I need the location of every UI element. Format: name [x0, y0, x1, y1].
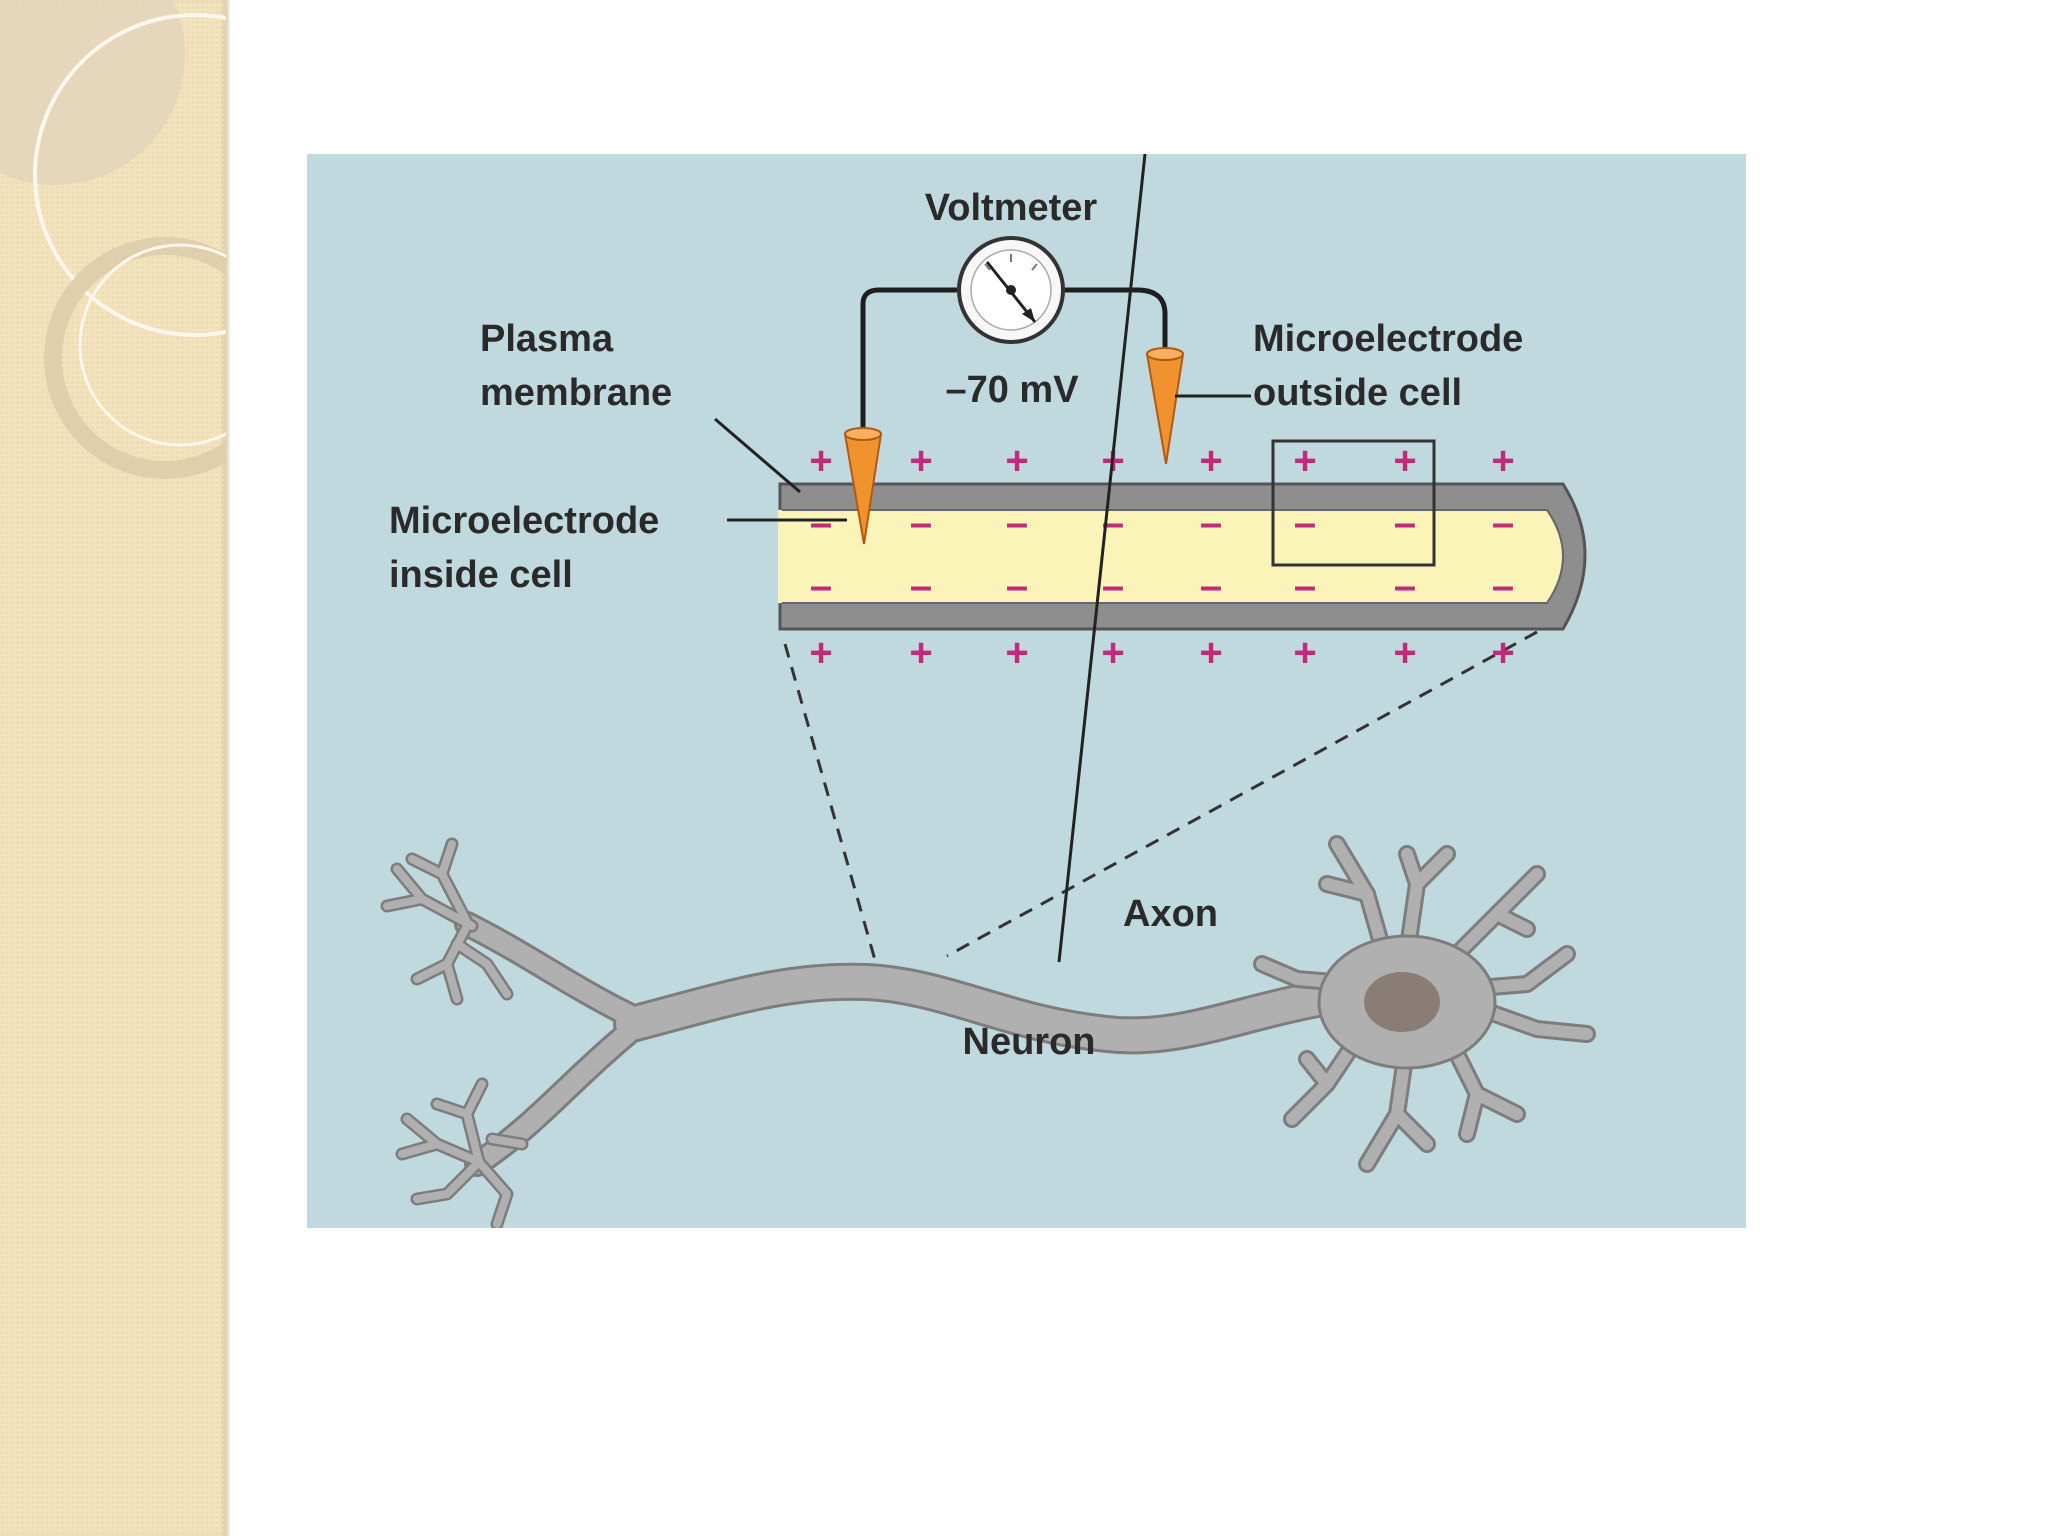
- positive-charge-bottom: +: [1101, 631, 1124, 675]
- charge-signs: ++++++++––––––––––––––––++++++++: [809, 439, 1514, 675]
- outside-electrode-label-line2: outside cell: [1253, 372, 1462, 414]
- negative-charge-upper: –: [910, 501, 932, 545]
- voltmeter-label: Voltmeter: [925, 187, 1098, 229]
- nucleus: [1364, 972, 1440, 1032]
- plasma-membrane-label-line2: membrane: [480, 372, 672, 414]
- negative-charge-lower: –: [1294, 564, 1316, 608]
- negative-charge-lower: –: [1102, 564, 1124, 608]
- negative-charge-lower: –: [1394, 564, 1416, 608]
- positive-charge-top: +: [1293, 439, 1316, 483]
- positive-charge-bottom: +: [1005, 631, 1028, 675]
- negative-charge-upper: –: [1006, 501, 1028, 545]
- positive-charge-bottom: +: [1393, 631, 1416, 675]
- outside-electrode-label-line1: Microelectrode: [1253, 318, 1523, 360]
- positive-charge-top: +: [909, 439, 932, 483]
- inside-electrode-label-line1: Microelectrode: [389, 500, 659, 542]
- positive-charge-bottom: +: [809, 631, 832, 675]
- voltmeter-gauge-icon: [957, 236, 1065, 344]
- decorative-rings: [0, 0, 226, 479]
- neuron-label: Neuron: [963, 1021, 1096, 1063]
- diagram-canvas: ++++++++––––––––––––––––++++++++: [380, 154, 1596, 1228]
- negative-charge-lower: –: [1492, 564, 1514, 608]
- leader-lines: [714, 154, 1251, 963]
- zoom-lines: [783, 630, 1538, 961]
- reading-label: –70 mV: [945, 369, 1079, 411]
- resting-potential-diagram: ++++++++––––––––––––––––++++++++: [307, 154, 1746, 1228]
- electrode-inside: [843, 427, 883, 545]
- positive-charge-top: +: [1005, 439, 1028, 483]
- cytoplasm: [779, 509, 1564, 604]
- positive-charge-top: +: [809, 439, 832, 483]
- side-decoration-panel: [0, 0, 226, 1536]
- negative-charge-upper: –: [1200, 501, 1222, 545]
- negative-charge-lower: –: [810, 564, 832, 608]
- positive-charge-bottom: +: [1199, 631, 1222, 675]
- voltmeter-wires: [860, 287, 1168, 429]
- axon-label: Axon: [1123, 893, 1218, 935]
- negative-charge-upper: –: [1492, 501, 1514, 545]
- positive-charge-top: +: [1491, 439, 1514, 483]
- magnified-region-box: [1271, 439, 1436, 567]
- positive-charge-top: +: [1199, 439, 1222, 483]
- negative-charge-lower: –: [1006, 564, 1028, 608]
- positive-charge-bottom: +: [1491, 631, 1514, 675]
- neuron: [380, 835, 1596, 1228]
- negative-charge-upper: –: [1294, 501, 1316, 545]
- side-panel-edge: [226, 0, 230, 1536]
- electrode-outside: [1145, 347, 1185, 465]
- negative-charge-upper: –: [810, 501, 832, 545]
- inside-electrode-label-line2: inside cell: [389, 554, 573, 596]
- positive-charge-bottom: +: [1293, 631, 1316, 675]
- negative-charge-upper: –: [1394, 501, 1416, 545]
- plasma-membrane-label-line1: Plasma: [480, 318, 614, 360]
- positive-charge-top: +: [1393, 439, 1416, 483]
- axon-segment: ++++++++––––––––––––––––++++++++: [778, 439, 1587, 675]
- negative-charge-lower: –: [1200, 564, 1222, 608]
- negative-charge-lower: –: [910, 564, 932, 608]
- positive-charge-bottom: +: [909, 631, 932, 675]
